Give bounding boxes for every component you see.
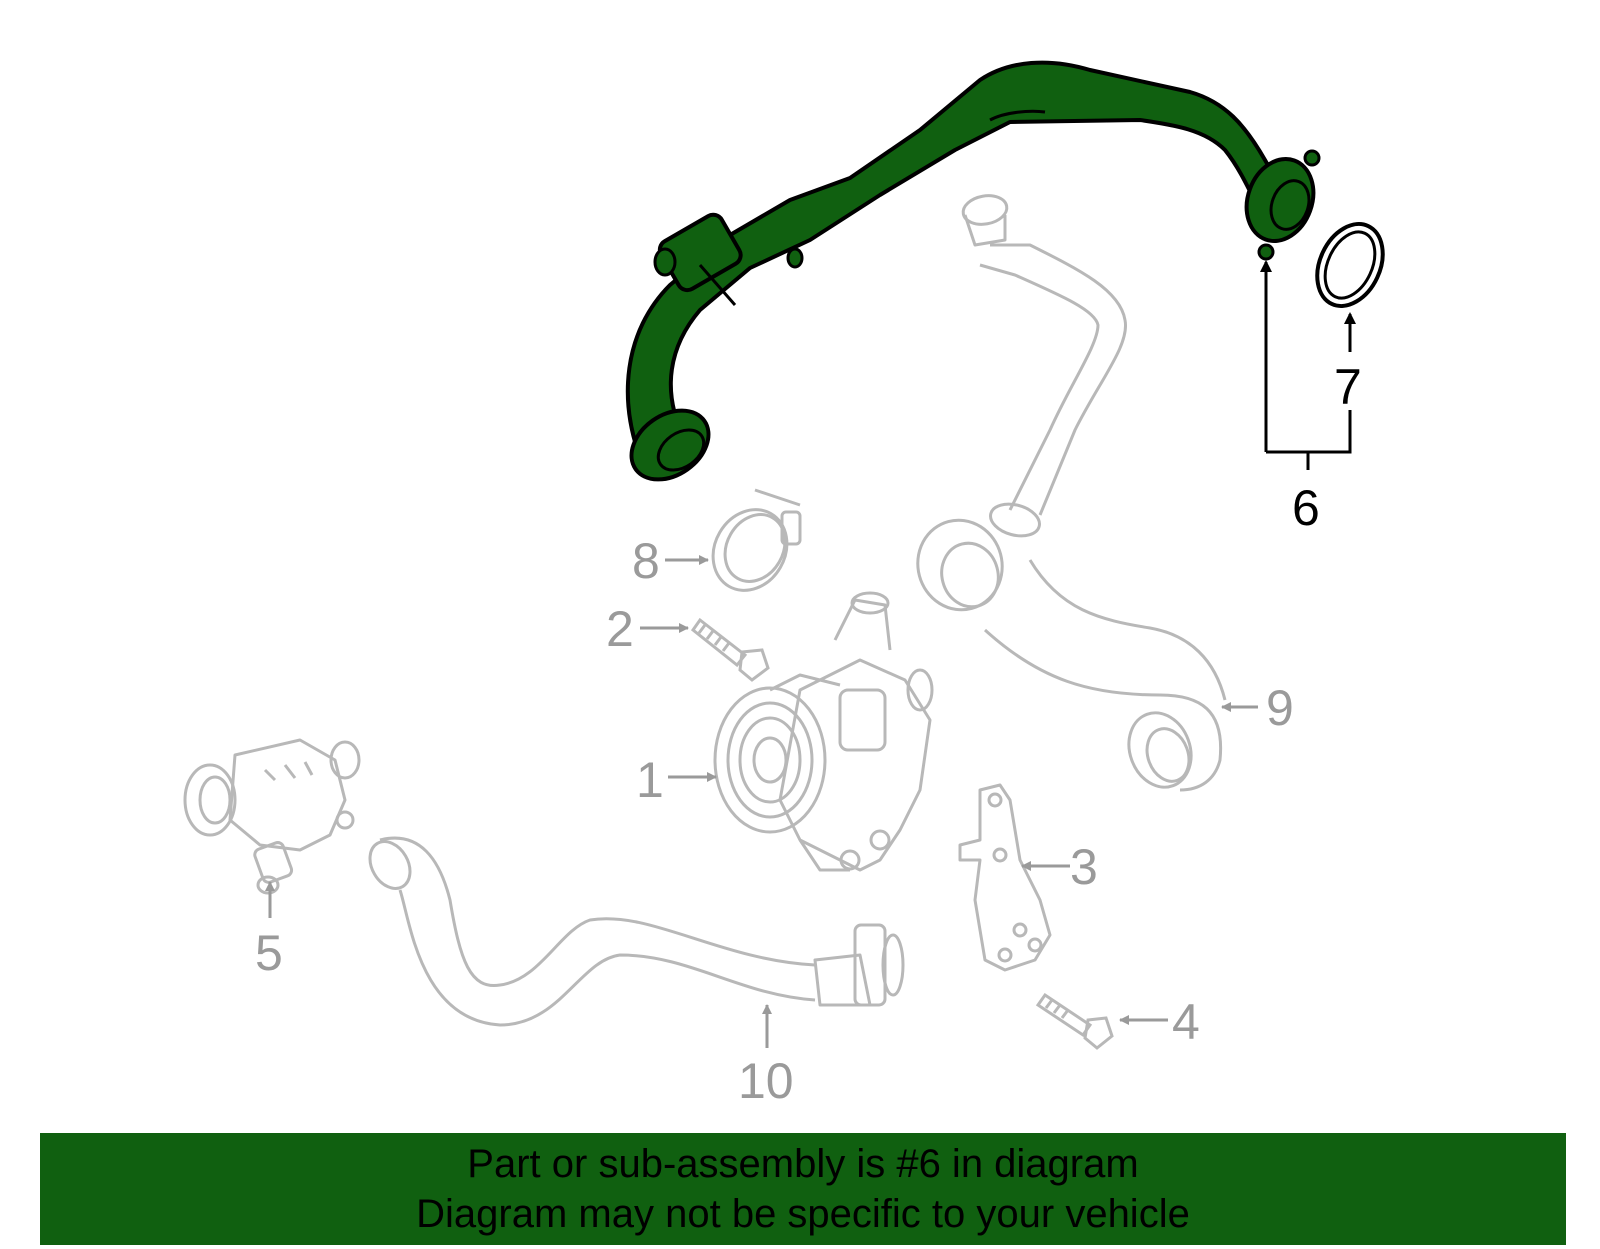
callout-9: 9 [1266, 680, 1294, 736]
callout-8: 8 [632, 533, 660, 589]
callout-2: 2 [606, 601, 634, 657]
callout-1: 1 [636, 752, 664, 808]
callout-5: 5 [255, 925, 283, 981]
part-4-bolt[interactable] [1035, 992, 1114, 1050]
callout-labels: 8 2 1 9 3 4 5 10 7 6 [255, 359, 1362, 1109]
part-7-gasket[interactable] [1305, 213, 1396, 316]
part-10-hose[interactable] [362, 834, 905, 1027]
callout-10: 10 [738, 1053, 794, 1109]
callout-4: 4 [1172, 994, 1200, 1050]
callout-6: 6 [1292, 480, 1320, 536]
callout-7: 7 [1334, 359, 1362, 415]
part-2-bolt[interactable] [690, 617, 770, 682]
part-9-hose[interactable] [908, 192, 1227, 796]
info-banner: Part or sub-assembly is #6 in diagram Di… [40, 1133, 1566, 1245]
part-6-coolant-pipe[interactable] [618, 60, 1324, 494]
parts-diagram: 8 2 1 9 3 4 5 10 7 6 [183, 60, 1396, 1109]
callout-3: 3 [1070, 839, 1098, 895]
banner-line-part: Part or sub-assembly is #6 in diagram [467, 1142, 1139, 1186]
banner-line-disclaimer: Diagram may not be specific to your vehi… [416, 1192, 1190, 1236]
part-5-thermostat[interactable] [183, 738, 361, 895]
part-8-hose-clamp[interactable] [699, 488, 802, 604]
part-3-bracket[interactable] [958, 783, 1052, 972]
part-1-water-pump[interactable] [713, 591, 934, 872]
leader-lines [265, 260, 1356, 1048]
